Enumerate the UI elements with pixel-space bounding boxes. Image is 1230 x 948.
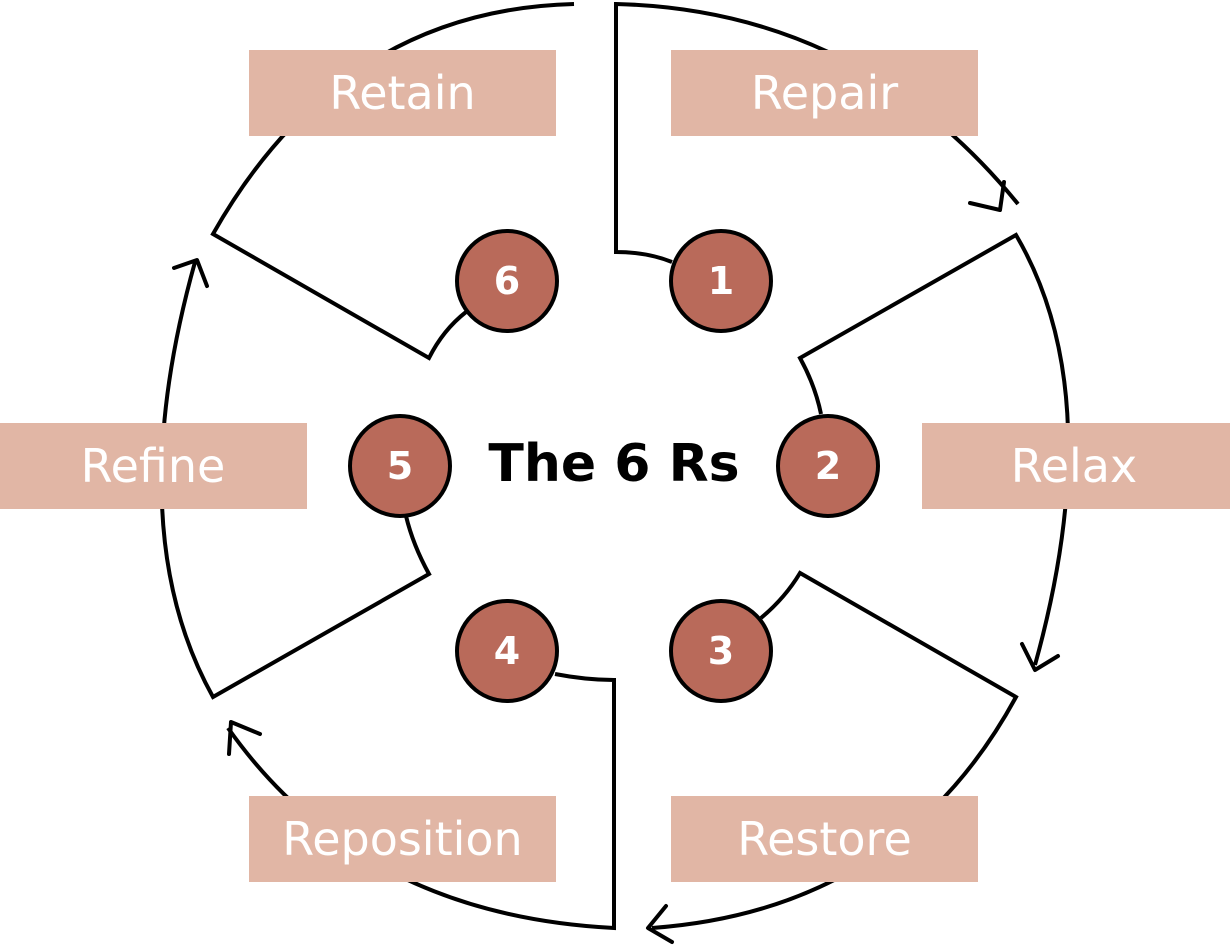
node-1: 1 <box>669 229 773 333</box>
label-reposition: Reposition <box>249 796 556 882</box>
node-6-number: 6 <box>494 259 520 303</box>
label-relax-text: Relax <box>1011 439 1137 493</box>
connector-step-2 <box>797 232 1071 666</box>
arrowhead-to-refine <box>227 720 262 756</box>
label-retain-text: Retain <box>329 66 475 120</box>
node-5: 5 <box>348 414 452 518</box>
node-5-number: 5 <box>387 444 413 488</box>
arrowhead-to-relax <box>968 180 1006 212</box>
label-refine-text: Refine <box>81 439 226 493</box>
cycle-arrowheads <box>172 180 1060 944</box>
step-labels: Repair Relax Restore Reposition Refine R… <box>0 50 1230 882</box>
arrowhead-to-restore <box>1020 642 1060 672</box>
arrowhead-to-reposition <box>646 904 674 944</box>
step-nodes: 1 2 3 4 5 6 <box>348 229 880 703</box>
node-4: 4 <box>455 599 559 703</box>
label-refine: Refine <box>0 423 307 509</box>
label-relax: Relax <box>922 423 1230 509</box>
node-3: 3 <box>669 599 773 703</box>
node-6: 6 <box>455 229 559 333</box>
label-retain: Retain <box>249 50 556 136</box>
node-3-number: 3 <box>708 629 734 673</box>
connector-step-5 <box>159 261 432 700</box>
node-1-number: 1 <box>708 259 734 303</box>
connector-step-3 <box>651 570 1019 930</box>
label-restore: Restore <box>671 796 978 882</box>
node-2-number: 2 <box>815 444 841 488</box>
node-4-number: 4 <box>494 629 520 673</box>
arrowhead-to-retain <box>172 258 209 288</box>
label-repair: Repair <box>671 50 978 136</box>
diagram-title: The 6 Rs <box>488 434 739 494</box>
label-reposition-text: Reposition <box>282 812 522 866</box>
label-repair-text: Repair <box>751 66 898 120</box>
label-restore-text: Restore <box>737 812 912 866</box>
node-2: 2 <box>776 414 880 518</box>
